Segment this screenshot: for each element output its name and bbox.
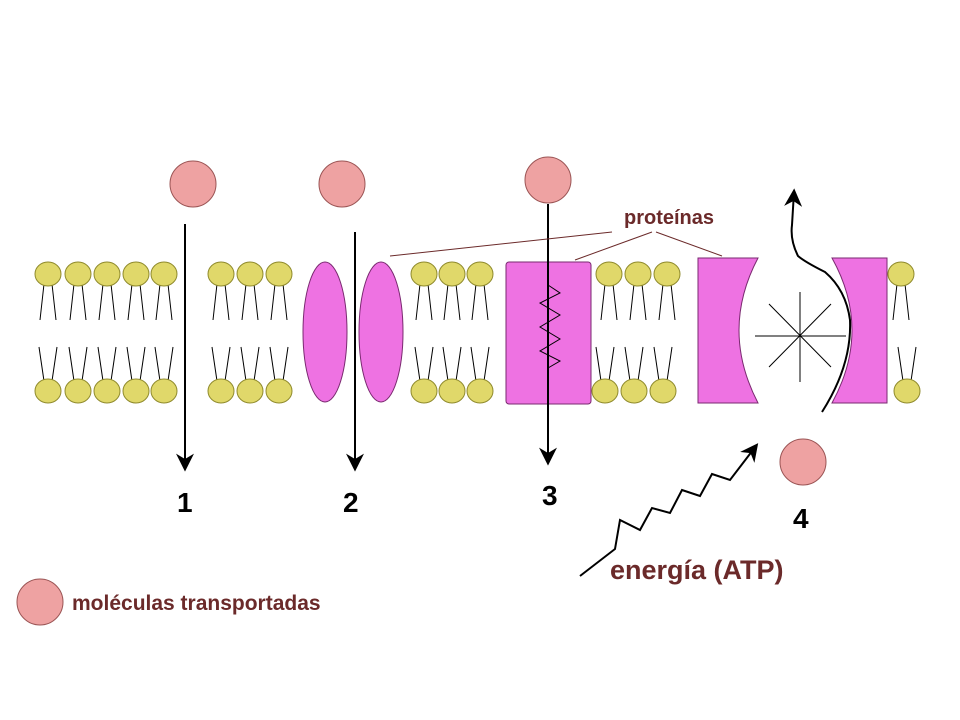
lipid-head: [595, 261, 623, 287]
lipid-tail: [269, 346, 289, 382]
protein-leader-lines: [389, 231, 723, 261]
legend-label: moléculas transportadas: [72, 592, 321, 615]
lipid-bilayer: [34, 261, 921, 404]
lipid-tail: [658, 283, 676, 321]
legend-molecule: [16, 578, 64, 626]
lipid-tail: [69, 283, 87, 321]
mechanism-number-4: 4: [793, 503, 809, 534]
lipid-tail: [471, 283, 489, 321]
lipid-head: [150, 261, 178, 287]
lipid-head: [620, 378, 648, 404]
channel-protein-left: [302, 261, 348, 403]
lipid-head: [438, 261, 466, 287]
lipid-head: [893, 378, 921, 404]
lipid-tail: [211, 346, 231, 382]
lipid-head: [265, 261, 293, 287]
pump-protein-left: [697, 257, 759, 404]
lipid-tail: [127, 283, 145, 321]
mechanism-number-3: 3: [542, 480, 558, 511]
molecule-3: [524, 156, 572, 204]
lipid-tail: [212, 283, 230, 321]
lipid-head: [34, 378, 62, 404]
lipid-head: [122, 261, 150, 287]
lipid-tail: [892, 283, 910, 321]
lipid-tail: [38, 346, 58, 382]
mechanism-number-2: 2: [343, 487, 359, 518]
mechanism-number-1: 1: [177, 487, 193, 518]
lipid-head: [34, 261, 62, 287]
star-lines-icon: [755, 292, 846, 382]
lipid-head: [93, 378, 121, 404]
lipid-tail: [98, 283, 116, 321]
lipid-head: [624, 261, 652, 287]
lipid-tail: [270, 283, 288, 321]
lipid-tail: [442, 346, 462, 382]
lipid-head: [410, 378, 438, 404]
lipid-head: [438, 378, 466, 404]
molecule-2: [318, 160, 366, 208]
lipid-tail: [97, 346, 117, 382]
lipid-head: [591, 378, 619, 404]
energy-label: energía (ATP): [610, 555, 784, 585]
lipid-head: [236, 261, 264, 287]
lipid-tail: [241, 283, 259, 321]
lipid-head: [410, 261, 438, 287]
lipid-head: [466, 378, 494, 404]
lipid-tail: [629, 283, 647, 321]
lipid-head: [236, 378, 264, 404]
lipid-head: [93, 261, 121, 287]
lipid-head: [653, 261, 681, 287]
protein-channel-2: [302, 261, 404, 403]
pump-transport-arrow: [784, 188, 852, 413]
lipid-tail: [154, 346, 174, 382]
proteins-label: proteínas: [624, 207, 714, 229]
lipid-tail: [415, 283, 433, 321]
arrow-down-icon: [538, 284, 562, 369]
lipid-tail: [897, 346, 917, 382]
lipid-tail: [155, 283, 173, 321]
zigzag-arrow-icon: [579, 443, 759, 577]
lipid-head: [122, 378, 150, 404]
lipid-tail: [595, 346, 615, 382]
lipid-head: [649, 378, 677, 404]
molecule-4: [779, 438, 827, 486]
channel-protein-right: [358, 261, 404, 403]
lipid-tail: [653, 346, 673, 382]
lipid-head: [64, 378, 92, 404]
lipid-head: [265, 378, 293, 404]
lipid-head: [207, 378, 235, 404]
lipid-tail: [126, 346, 146, 382]
lipid-tail: [470, 346, 490, 382]
pump-protein-right: [831, 257, 888, 404]
lipid-tail: [240, 346, 260, 382]
lipid-tail: [414, 346, 434, 382]
lipid-head: [887, 261, 915, 287]
lipid-tail: [39, 283, 57, 321]
lipid-head: [150, 378, 178, 404]
lipid-head: [207, 261, 235, 287]
lipid-tail: [624, 346, 644, 382]
lipid-tail: [443, 283, 461, 321]
lipid-head: [466, 261, 494, 287]
lipid-tail: [68, 346, 88, 382]
lipid-head: [64, 261, 92, 287]
pump-protein-4: [697, 257, 888, 404]
lipid-tail: [600, 283, 618, 321]
molecule-1: [169, 160, 217, 208]
